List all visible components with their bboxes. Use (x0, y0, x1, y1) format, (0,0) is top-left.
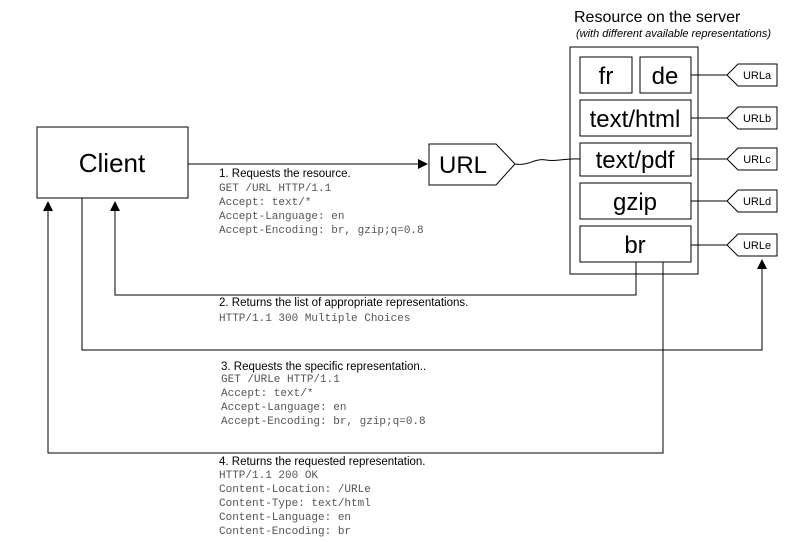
step-4-line: Content-Encoding: br (219, 526, 351, 538)
url-tag-c-label: URLc (743, 154, 771, 166)
url-tag-b-label: URLb (743, 113, 771, 125)
step-1-line: Accept-Language: en (219, 211, 344, 223)
url-tag-e (726, 233, 778, 257)
representation-de-label: de (652, 63, 679, 90)
client-box (36, 126, 189, 199)
step-3-line: Accept-Language: en (221, 402, 346, 414)
server-subtitle: (with different available representation… (576, 28, 771, 40)
server-title: Resource on the server (574, 9, 741, 26)
step-1-line: GET /URL HTTP/1.1 (219, 183, 332, 195)
step-4-line: Content-Language: en (219, 512, 351, 524)
step-2-title: 2. Returns the list of appropriate repre… (219, 297, 468, 309)
step-4-line: HTTP/1.1 200 OK (219, 470, 318, 482)
representation-fr (579, 56, 633, 94)
step-3-line: Accept-Encoding: br, gzip;q=0.8 (221, 416, 426, 428)
representation-de (639, 56, 692, 94)
url-tag-e-label: URLe (743, 240, 771, 252)
arrow-step-4 (43, 201, 664, 454)
step-4-title: 4. Returns the requested representation. (219, 456, 426, 468)
url-node-label: URL (439, 152, 487, 179)
step-3-line: Accept: text/* (221, 388, 313, 400)
step-4-line: Content-Type: text/html (219, 498, 371, 510)
representation-text-pdf-label: text/pdf (596, 147, 675, 174)
arrow-step-2 (110, 201, 637, 296)
step-1-line: Accept-Encoding: br, gzip;q=0.8 (219, 225, 424, 237)
representation-text-pdf (579, 142, 692, 177)
url-tag-a-label: URLa (743, 70, 772, 82)
representation-gzip-label: gzip (613, 189, 657, 216)
representation-br-label: br (624, 232, 645, 259)
url-tag-c (726, 147, 778, 171)
step-3-line: GET /URLe HTTP/1.1 (221, 374, 340, 386)
url-tag-d (726, 189, 778, 213)
step-1-line: Accept: text/* (219, 197, 311, 209)
url-tag-a (726, 63, 778, 87)
representation-gzip (579, 182, 692, 220)
url-tag-b (726, 106, 778, 130)
representation-fr-label: fr (599, 63, 614, 90)
step-4-line: Content-Location: /URLe (219, 484, 371, 496)
url-to-representation-link (514, 158, 581, 165)
client-label: Client (79, 148, 146, 178)
step-1-title: 1. Requests the resource. (219, 168, 351, 180)
arrow-step-3 (81, 198, 767, 351)
step-3-title: 3. Requests the specific representation.… (221, 361, 426, 373)
representation-text-html-label: text/html (590, 106, 681, 133)
url-node (428, 143, 516, 186)
url-tag-d-label: URLd (743, 196, 771, 208)
step-2-line: HTTP/1.1 300 Multiple Choices (219, 313, 410, 325)
